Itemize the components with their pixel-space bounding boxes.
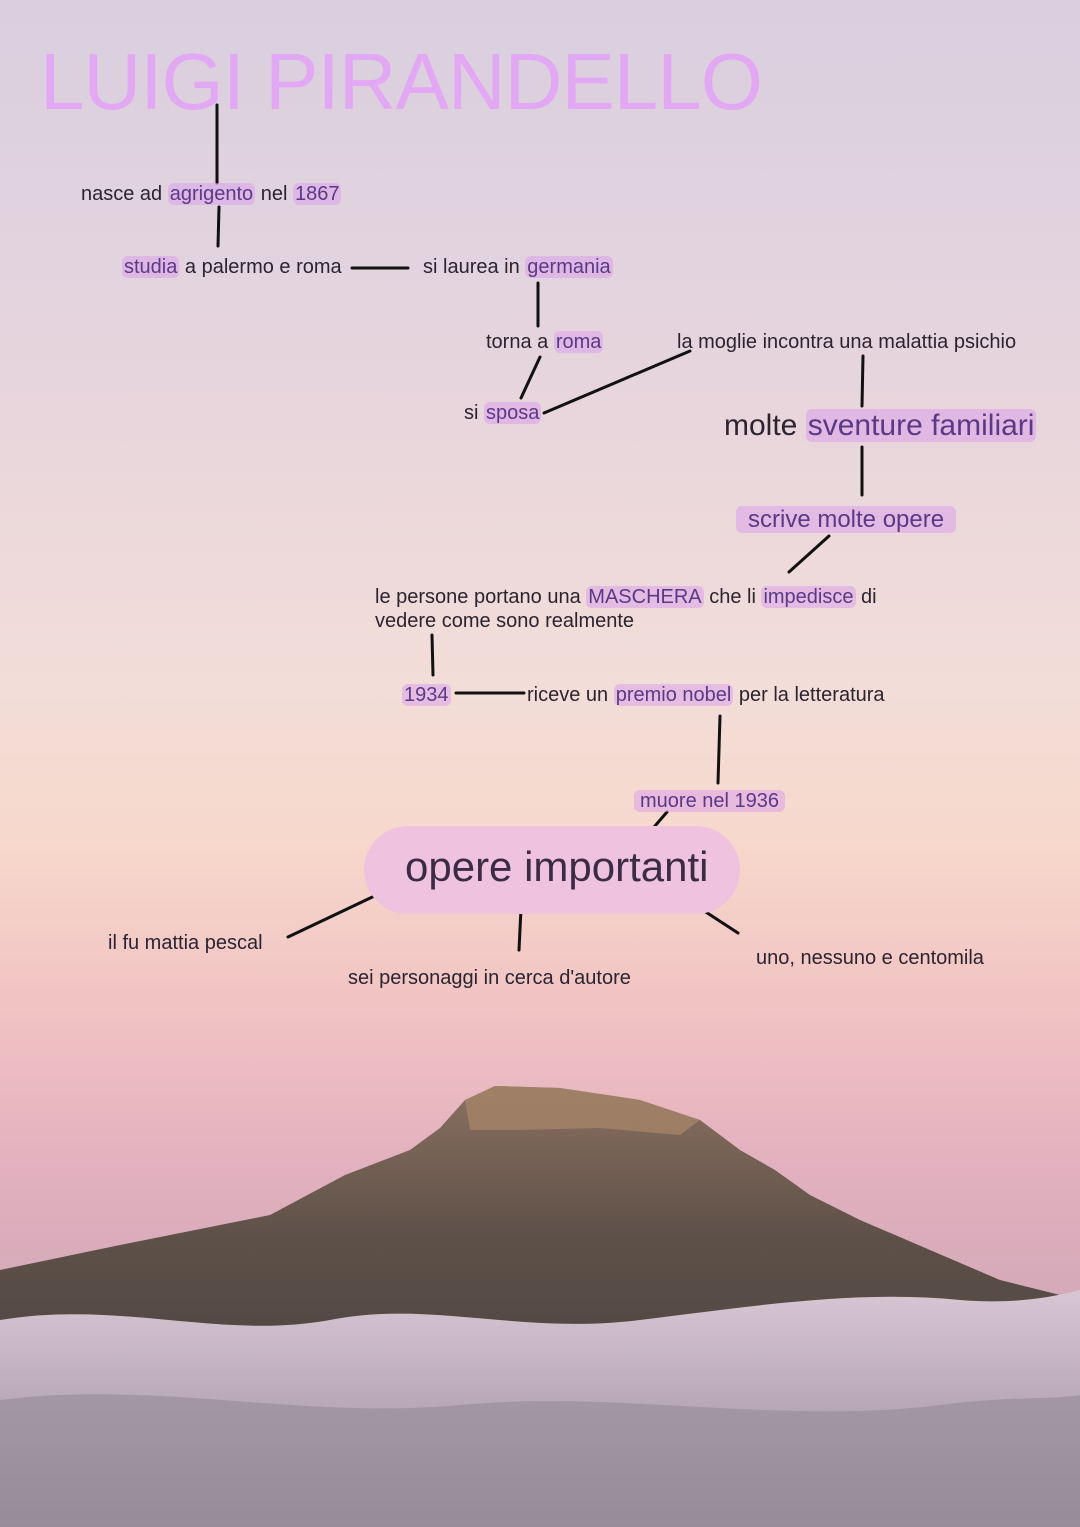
node-nobel-highlight: premio nobel xyxy=(613,684,734,706)
connector-born-studies xyxy=(216,205,221,248)
work-uno-nessuno-centomila: uno, nessuno e centomila xyxy=(756,947,984,969)
node-degree-highlight: germania xyxy=(525,256,613,278)
node-1934-highlight: 1934 xyxy=(402,684,451,706)
connector-nobel-dies xyxy=(716,714,722,785)
node-mask-text-2: che li xyxy=(703,586,762,608)
node-degree-text: si laurea in xyxy=(423,256,526,278)
node-nobel-text: riceve un xyxy=(527,684,614,706)
work-sei-personaggi: sei personaggi in cerca d'autore xyxy=(348,967,631,989)
node-wife: la moglie incontra una malattia psichio xyxy=(677,330,1016,354)
node-studies-highlight: studia xyxy=(122,256,180,278)
node-nobel-text-2: per la letteratura xyxy=(733,684,885,706)
node-born: nasce ad agrigento nel 1867 xyxy=(81,182,342,206)
node-mask: le persone portano una MASCHERA che li i… xyxy=(375,585,877,633)
node-marries-text: si xyxy=(464,402,484,424)
node-born-text: nasce ad xyxy=(81,183,168,205)
node-returns: torna a roma xyxy=(486,330,604,354)
node-writes-highlight: scrive molte opere xyxy=(736,506,957,533)
connector-wife-misfortunes xyxy=(860,354,865,408)
node-dies: muore nel 1936 xyxy=(634,789,785,813)
node-returns-highlight: roma xyxy=(553,331,604,353)
node-born-text-2: nel xyxy=(255,183,293,205)
node-mask-line-1: le persone portano una MASCHERA che li i… xyxy=(375,585,877,609)
works-hub-bubble xyxy=(364,826,740,914)
node-returns-text: torna a xyxy=(486,331,554,353)
node-misfortunes-text: molte xyxy=(724,409,806,442)
connector-writes-mask xyxy=(787,534,831,574)
node-mask-text: le persone portano una xyxy=(375,586,587,608)
node-marries-highlight: sposa xyxy=(484,402,542,424)
node-misfortunes: molte sventure familiari xyxy=(724,408,1037,444)
node-studies-text: a palermo e roma xyxy=(179,256,342,278)
node-mask-keyword-2: impedisce xyxy=(761,586,856,608)
node-mask-line-2: vedere come sono realmente xyxy=(375,610,635,632)
node-1934: 1934 xyxy=(402,683,451,707)
connector-returns-marries xyxy=(519,355,542,400)
work-il-fu-mattia-pascal: il fu mattia pescal xyxy=(108,932,263,954)
page-title: LUIGI PIRANDELLO xyxy=(40,37,763,126)
node-mask-text-3: di xyxy=(855,586,877,608)
node-dies-highlight: muore nel 1936 xyxy=(634,790,785,812)
node-wife-text: la moglie incontra una malattia psichio xyxy=(677,331,1017,353)
node-nobel: riceve un premio nobel per la letteratur… xyxy=(527,683,885,707)
connector-marries-wife xyxy=(542,349,692,415)
connector-mask-1934 xyxy=(430,633,435,677)
node-writes: scrive molte opere xyxy=(736,506,957,534)
node-studies: studia a palermo e roma xyxy=(122,255,342,279)
node-marries: si sposa xyxy=(464,401,542,425)
node-misfortunes-highlight: sventure familiari xyxy=(805,409,1037,442)
works-hub-label: opere importanti xyxy=(405,843,709,890)
node-born-year: 1867 xyxy=(292,183,342,205)
node-mask-keyword: MASCHERA xyxy=(586,586,704,608)
node-born-place: agrigento xyxy=(167,183,256,205)
node-degree: si laurea in germania xyxy=(423,255,613,279)
